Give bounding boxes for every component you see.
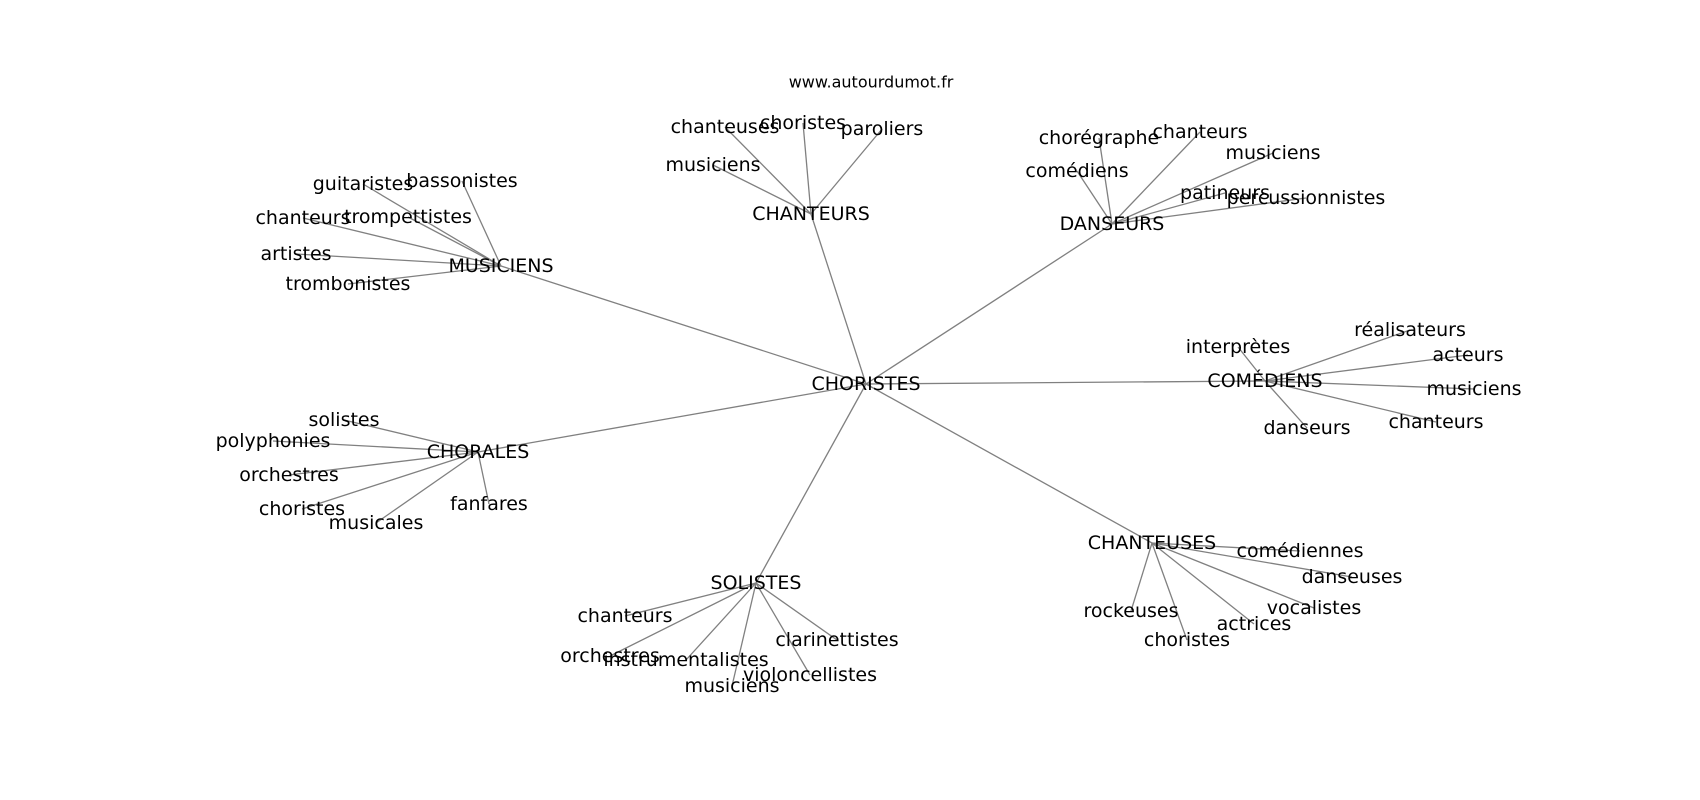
edge-hub-5-leaf-5 (755, 582, 838, 641)
leaf-node-label: clarinettistes (775, 629, 898, 651)
leaf-node-label: chanteuses (671, 116, 780, 138)
leaf-node-label: musiciens (1426, 378, 1521, 400)
edge-hub-5-leaf-2 (685, 582, 757, 661)
leaf-node-label: violoncellistes (743, 664, 877, 686)
leaf-node-label: interprètes (1186, 336, 1290, 358)
graph-labels: CHORISTES MUSICIENS guitaristesbassonistes… (216, 112, 1522, 697)
edge-hub-2-leaf-4 (1111, 192, 1226, 225)
hub-node-label: CHANTEUSES (1088, 532, 1216, 554)
edge-root-0 (500, 265, 867, 385)
edge-hub-3-leaf-4 (1264, 380, 1437, 423)
leaf-node-label: orchestres (239, 464, 339, 486)
watermark-text: www.autourdumot.fr (788, 72, 954, 92)
edge-hub-6-leaf-1 (272, 440, 479, 453)
edge-hub-1-leaf-1 (802, 122, 812, 215)
edge-hub-3-leaf-0 (1237, 346, 1266, 382)
edge-root-1 (810, 213, 867, 385)
edge-hub-0-leaf-4 (295, 253, 502, 267)
leaf-node-label: paroliers (841, 118, 924, 140)
leaf-node-label: solistes (308, 409, 379, 431)
edge-hub-4-leaf-3 (1151, 542, 1255, 625)
leaf-node-label: chanteurs (577, 605, 672, 627)
leaf-node-label: musiciens (1225, 142, 1320, 164)
edge-hub-4-leaf-4 (1151, 542, 1188, 641)
leaf-node-label: danseuses (1302, 566, 1403, 588)
leaf-node-label: polyphonies (216, 430, 331, 452)
edge-hub-3-leaf-3 (1264, 380, 1475, 390)
edge-hub-1-leaf-2 (810, 128, 883, 215)
edge-root-4 (865, 383, 1153, 544)
leaf-node-label: choristes (259, 498, 345, 520)
hub-node-label: COMÉDIENS (1207, 369, 1322, 392)
hub-node-label: CHANTEURS (752, 203, 870, 225)
leaf-node-label: chanteurs (1152, 121, 1247, 143)
edge-hub-0-leaf-0 (362, 183, 502, 267)
leaf-node-label: comédiens (1025, 160, 1128, 182)
leaf-node-label: acteurs (1433, 344, 1504, 366)
edge-hub-6-leaf-3 (301, 451, 479, 510)
edge-hub-4-leaf-1 (1151, 542, 1353, 578)
edge-hub-6-leaf-2 (288, 451, 479, 476)
graph-edges (272, 122, 1475, 687)
hub-node-label: SOLISTES (711, 572, 802, 594)
edge-hub-2-leaf-0 (1098, 137, 1113, 225)
edge-root-3 (865, 380, 1266, 385)
edge-hub-2-leaf-2 (1111, 152, 1274, 225)
edge-hub-2-leaf-1 (1111, 131, 1201, 225)
leaf-node-label: chanteurs (1388, 411, 1483, 433)
edge-root-6 (477, 383, 867, 453)
edge-hub-2-leaf-3 (1076, 170, 1113, 225)
leaf-node-label: musicales (329, 512, 424, 534)
leaf-node-label: réalisateurs (1354, 319, 1466, 341)
leaf-node-label: actrices (1217, 613, 1292, 635)
leaf-node-label: musiciens (684, 675, 779, 697)
leaf-node-label: percussionnistes (1227, 187, 1386, 209)
leaf-node-label: bassonistes (406, 170, 517, 192)
edge-hub-5-leaf-4 (755, 582, 811, 676)
leaf-node-label: patineurs (1180, 182, 1270, 204)
hub-node-label: MUSICIENS (448, 255, 553, 277)
edge-hub-0-leaf-2 (302, 217, 502, 267)
edge-hub-1-leaf-3 (712, 164, 812, 215)
leaf-node-label: fanfares (450, 493, 528, 515)
leaf-node-label: comédiennes (1237, 540, 1364, 562)
edge-hub-0-leaf-1 (461, 180, 502, 267)
edge-hub-5-leaf-0 (624, 582, 757, 617)
edge-hub-5-leaf-3 (731, 582, 757, 687)
edge-hub-0-leaf-5 (347, 265, 502, 285)
hub-node-label: CHORALES (427, 441, 530, 463)
leaf-node-label: artistes (260, 243, 331, 265)
edge-hub-0-leaf-3 (407, 216, 502, 267)
leaf-node-label: orchestres (560, 645, 660, 667)
leaf-node-label: choristes (760, 112, 846, 134)
leaf-node-label: danseurs (1263, 417, 1350, 439)
edge-hub-3-leaf-2 (1264, 354, 1469, 382)
leaf-node-label: chanteurs (255, 207, 350, 229)
edge-hub-4-leaf-2 (1151, 542, 1315, 609)
leaf-node-label: trompettistes (344, 206, 472, 228)
edge-hub-5-leaf-1 (609, 582, 757, 657)
leaf-node-label: choristes (1144, 629, 1230, 651)
edge-hub-6-leaf-5 (477, 451, 490, 505)
edge-root-5 (755, 383, 867, 584)
hub-node-label: DANSEURS (1060, 213, 1165, 235)
edge-hub-2-leaf-5 (1111, 197, 1307, 225)
root-node-label: CHORISTES (811, 373, 920, 395)
edge-hub-6-leaf-4 (375, 451, 479, 524)
edge-hub-4-leaf-0 (1151, 542, 1301, 552)
leaf-node-label: trombonistes (286, 273, 411, 295)
leaf-node-label: vocalistes (1267, 597, 1361, 619)
edge-root-2 (865, 223, 1113, 385)
leaf-node-label: instrumentalistes (603, 649, 768, 671)
leaf-node-label: musiciens (665, 154, 760, 176)
edge-hub-3-leaf-5 (1264, 380, 1308, 429)
edge-hub-1-leaf-0 (724, 126, 812, 215)
edge-hub-4-leaf-5 (1130, 542, 1153, 612)
edge-hub-3-leaf-1 (1264, 329, 1411, 382)
leaf-node-label: rockeuses (1083, 600, 1178, 622)
leaf-node-label: guitaristes (313, 173, 414, 195)
leaf-node-label: chorégraphe (1039, 127, 1160, 149)
edge-hub-6-leaf-0 (343, 419, 479, 453)
